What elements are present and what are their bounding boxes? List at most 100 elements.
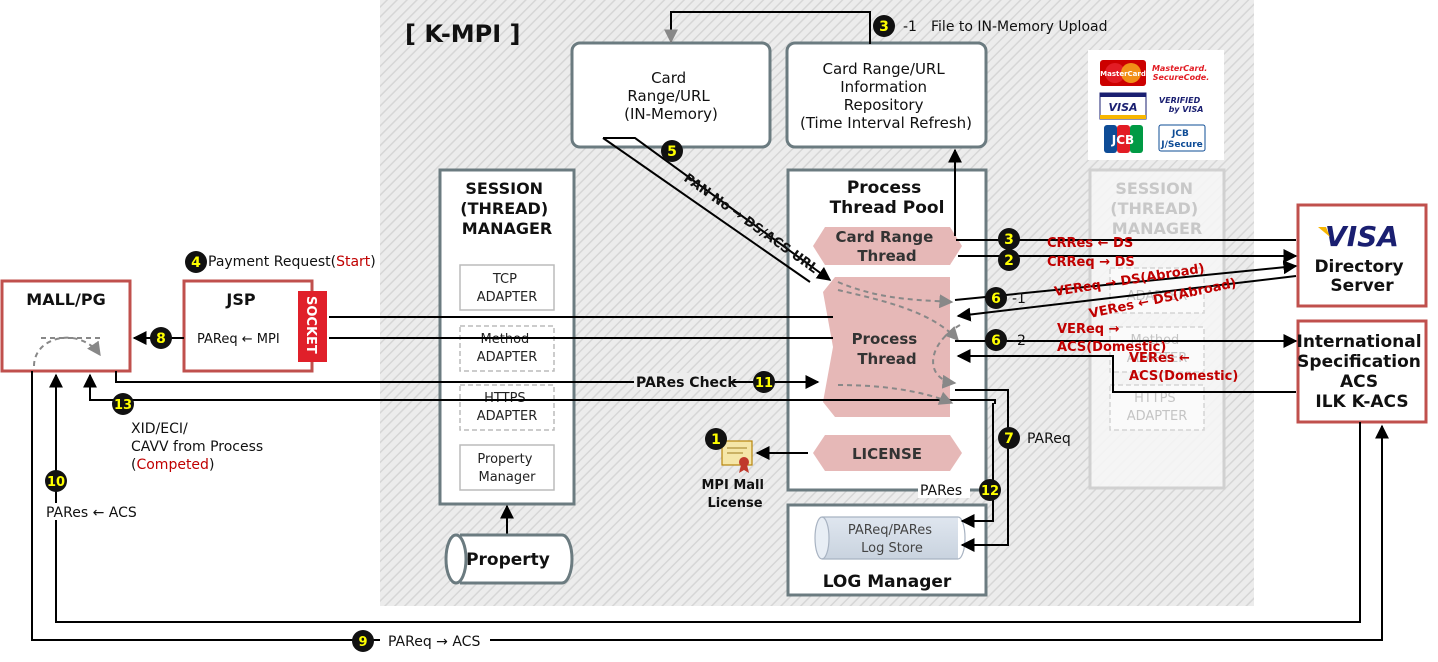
svg-text:Process Thread: Process Thread [852,330,923,368]
svg-text:MasterCard. SecureCode.: MasterCard. SecureCode. [1152,64,1210,82]
step-13-label: XID/ECI/ CAVV from Process [131,421,263,455]
step-8-label: PAReq ← MPI [197,332,280,347]
step-1-number: 1 [711,432,721,448]
svg-text:SESSION (THREAD) M: SESSION (THREAD) MANAGER [460,179,553,238]
svg-text:Card Range/URL (IN: Card Range/URL (IN-Memory) [624,69,718,123]
veres-domestic-label: VERes ← ACS(Domestic) [1129,351,1238,384]
svg-text:HTTPS ADAPTER: HTTPS ADAPTER [1127,391,1188,424]
pan-lookup-line-2 [602,137,811,283]
acs-box: International Specification ACS ILK K-AC… [1296,319,1428,424]
step-10-badge [45,470,67,492]
step-8-badge [150,327,172,349]
card-range-repository-line: Information [840,78,927,96]
svg-text:HTTPS ADAPTER: HTTPS ADAPTER [477,391,538,424]
step-8-number: 8 [156,331,166,347]
svg-text:MALL/PG: MALL/PG [26,290,105,309]
step-10-label: PARes ← ACS [46,505,137,521]
card-range-memory-line: Range/URL [627,87,710,105]
step-3-1-label: File to IN-Memory Upload [931,19,1107,35]
step-6-1-suffix: -1 [1012,291,1026,307]
socket-block [298,291,327,362]
step-4-label: Payment Request(Start) [208,254,376,270]
step-12-label: PARes [920,483,962,499]
xid-return-arrow [83,373,996,404]
step-13-status: (Competed) [131,457,214,473]
step-9-number: 9 [358,635,367,650]
svg-text:VERIFIED by VISA: VERIFIED by VISA [1159,96,1204,114]
step-12-badge [979,479,1001,501]
visa-logo: VISA [1325,220,1399,253]
svg-text:Directory Server: Directory Server [1314,257,1409,296]
card-range-repository-line: (Time Interval Refresh) [800,114,972,132]
process-thread [823,277,950,417]
step-6-2-suffix: -2 [1012,333,1026,349]
step-7-label: PAReq [1027,431,1071,447]
step-3-badge [998,228,1020,250]
property-store: Property [444,533,574,585]
step-5-badge [661,140,683,162]
svg-text:LICENSE: LICENSE [852,445,922,463]
securecode-text: SecureCode. [1153,73,1210,82]
svg-text:Card Range Thread: Card Range Thread [836,228,939,265]
veres-domestic-arrow [956,349,1296,393]
visa-card-text: VISA [1108,101,1137,114]
svg-text:TCP ADAPTER: TCP ADAPTER [477,272,538,305]
jcb-text: JCB [1111,133,1134,147]
svg-text:JSP: JSP [225,290,255,309]
step-4-number: 4 [191,255,201,271]
process-internal-dashed-4 [932,324,961,389]
step-3-1-suffix: -1 [903,19,917,35]
veres-abroad-arrow [956,275,1297,322]
step-3-1-badge [873,15,895,37]
card-range-thread [813,227,962,265]
step-11-badge [753,371,775,393]
step-2-number: 2 [1004,253,1014,269]
svg-text:JCB J/Secure: JCB J/Secure [1160,129,1203,150]
crreq-label: CRReq → DS [1047,255,1135,270]
pares-check-arrow [115,371,820,389]
kmpi-title: [ K-MPI ] [405,20,521,48]
https-adapter [459,384,555,431]
vereq-domestic-label: VEReq → ACS(Domestic) [1057,322,1166,355]
visa-directory-server-box: VISA Directory Server [1296,203,1428,308]
step-9-badge [352,630,374,652]
svg-text:SOCKET: SOCKET [303,296,318,354]
svg-text:Card Range/URL Informati: Card Range/URL Information Repository (T… [800,60,972,132]
svg-text:International Specificat: International Specification ACS ILK K-AC… [1297,332,1428,412]
step-5-number: 5 [667,144,677,160]
svg-text:SESSION (THREAD) M: SESSION (THREAD) MANAGER [1110,179,1203,238]
jsp-box: JSP SOCKET [182,279,327,373]
card-range-memory-box: Card Range/URL (IN-Memory) [570,41,772,149]
card-range-memory-line: (IN-Memory) [624,105,718,123]
pareq-to-acs-line [31,371,1389,641]
mastercard-text: MasterCard [1100,70,1146,78]
step-3-number: 3 [1004,232,1014,248]
card-range-repository-line: Repository [844,96,924,114]
step-1-badge [705,428,727,450]
svg-text:Property: Property [466,550,550,570]
step-3-1-number: 3 [879,19,889,35]
log-manager: PAReq/PARes Log Store LOG Manager [786,503,988,597]
tcp-adapter [459,264,555,311]
svg-text:ADAPTER: ADAPTER [1127,289,1188,304]
step-6-2-number: 6 [991,333,1001,349]
svg-text:Process Thread Pool: Process Thread Pool [830,178,945,218]
step-6-1-badge [985,287,1007,309]
mall-pg-box: MALL/PG [0,279,132,373]
crres-label: CRRes ← DS [1047,236,1133,251]
step-7-badge [998,427,1020,449]
card-logos-panel: MasterCard MasterCard. SecureCode. VISA … [1088,50,1224,160]
process-internal-dashed-2 [837,289,959,342]
step-13-number: 13 [114,398,132,413]
pareq-log-arrow [955,389,1009,552]
pares-log-arrow [960,403,994,528]
step-13-badge [112,393,134,415]
jcb-jsecure-logo: JCB J/Secure [1158,124,1206,152]
pan-lookup-line [603,137,832,281]
step-9-label: PAReq → ACS [388,634,480,650]
step-4-badge [185,251,207,273]
svg-text:PAReq/PARes Log Store: PAReq/PARes Log Store [848,523,936,556]
step-2-badge [998,249,1020,271]
card-range-repository-line: Card Range/URL [823,60,946,78]
